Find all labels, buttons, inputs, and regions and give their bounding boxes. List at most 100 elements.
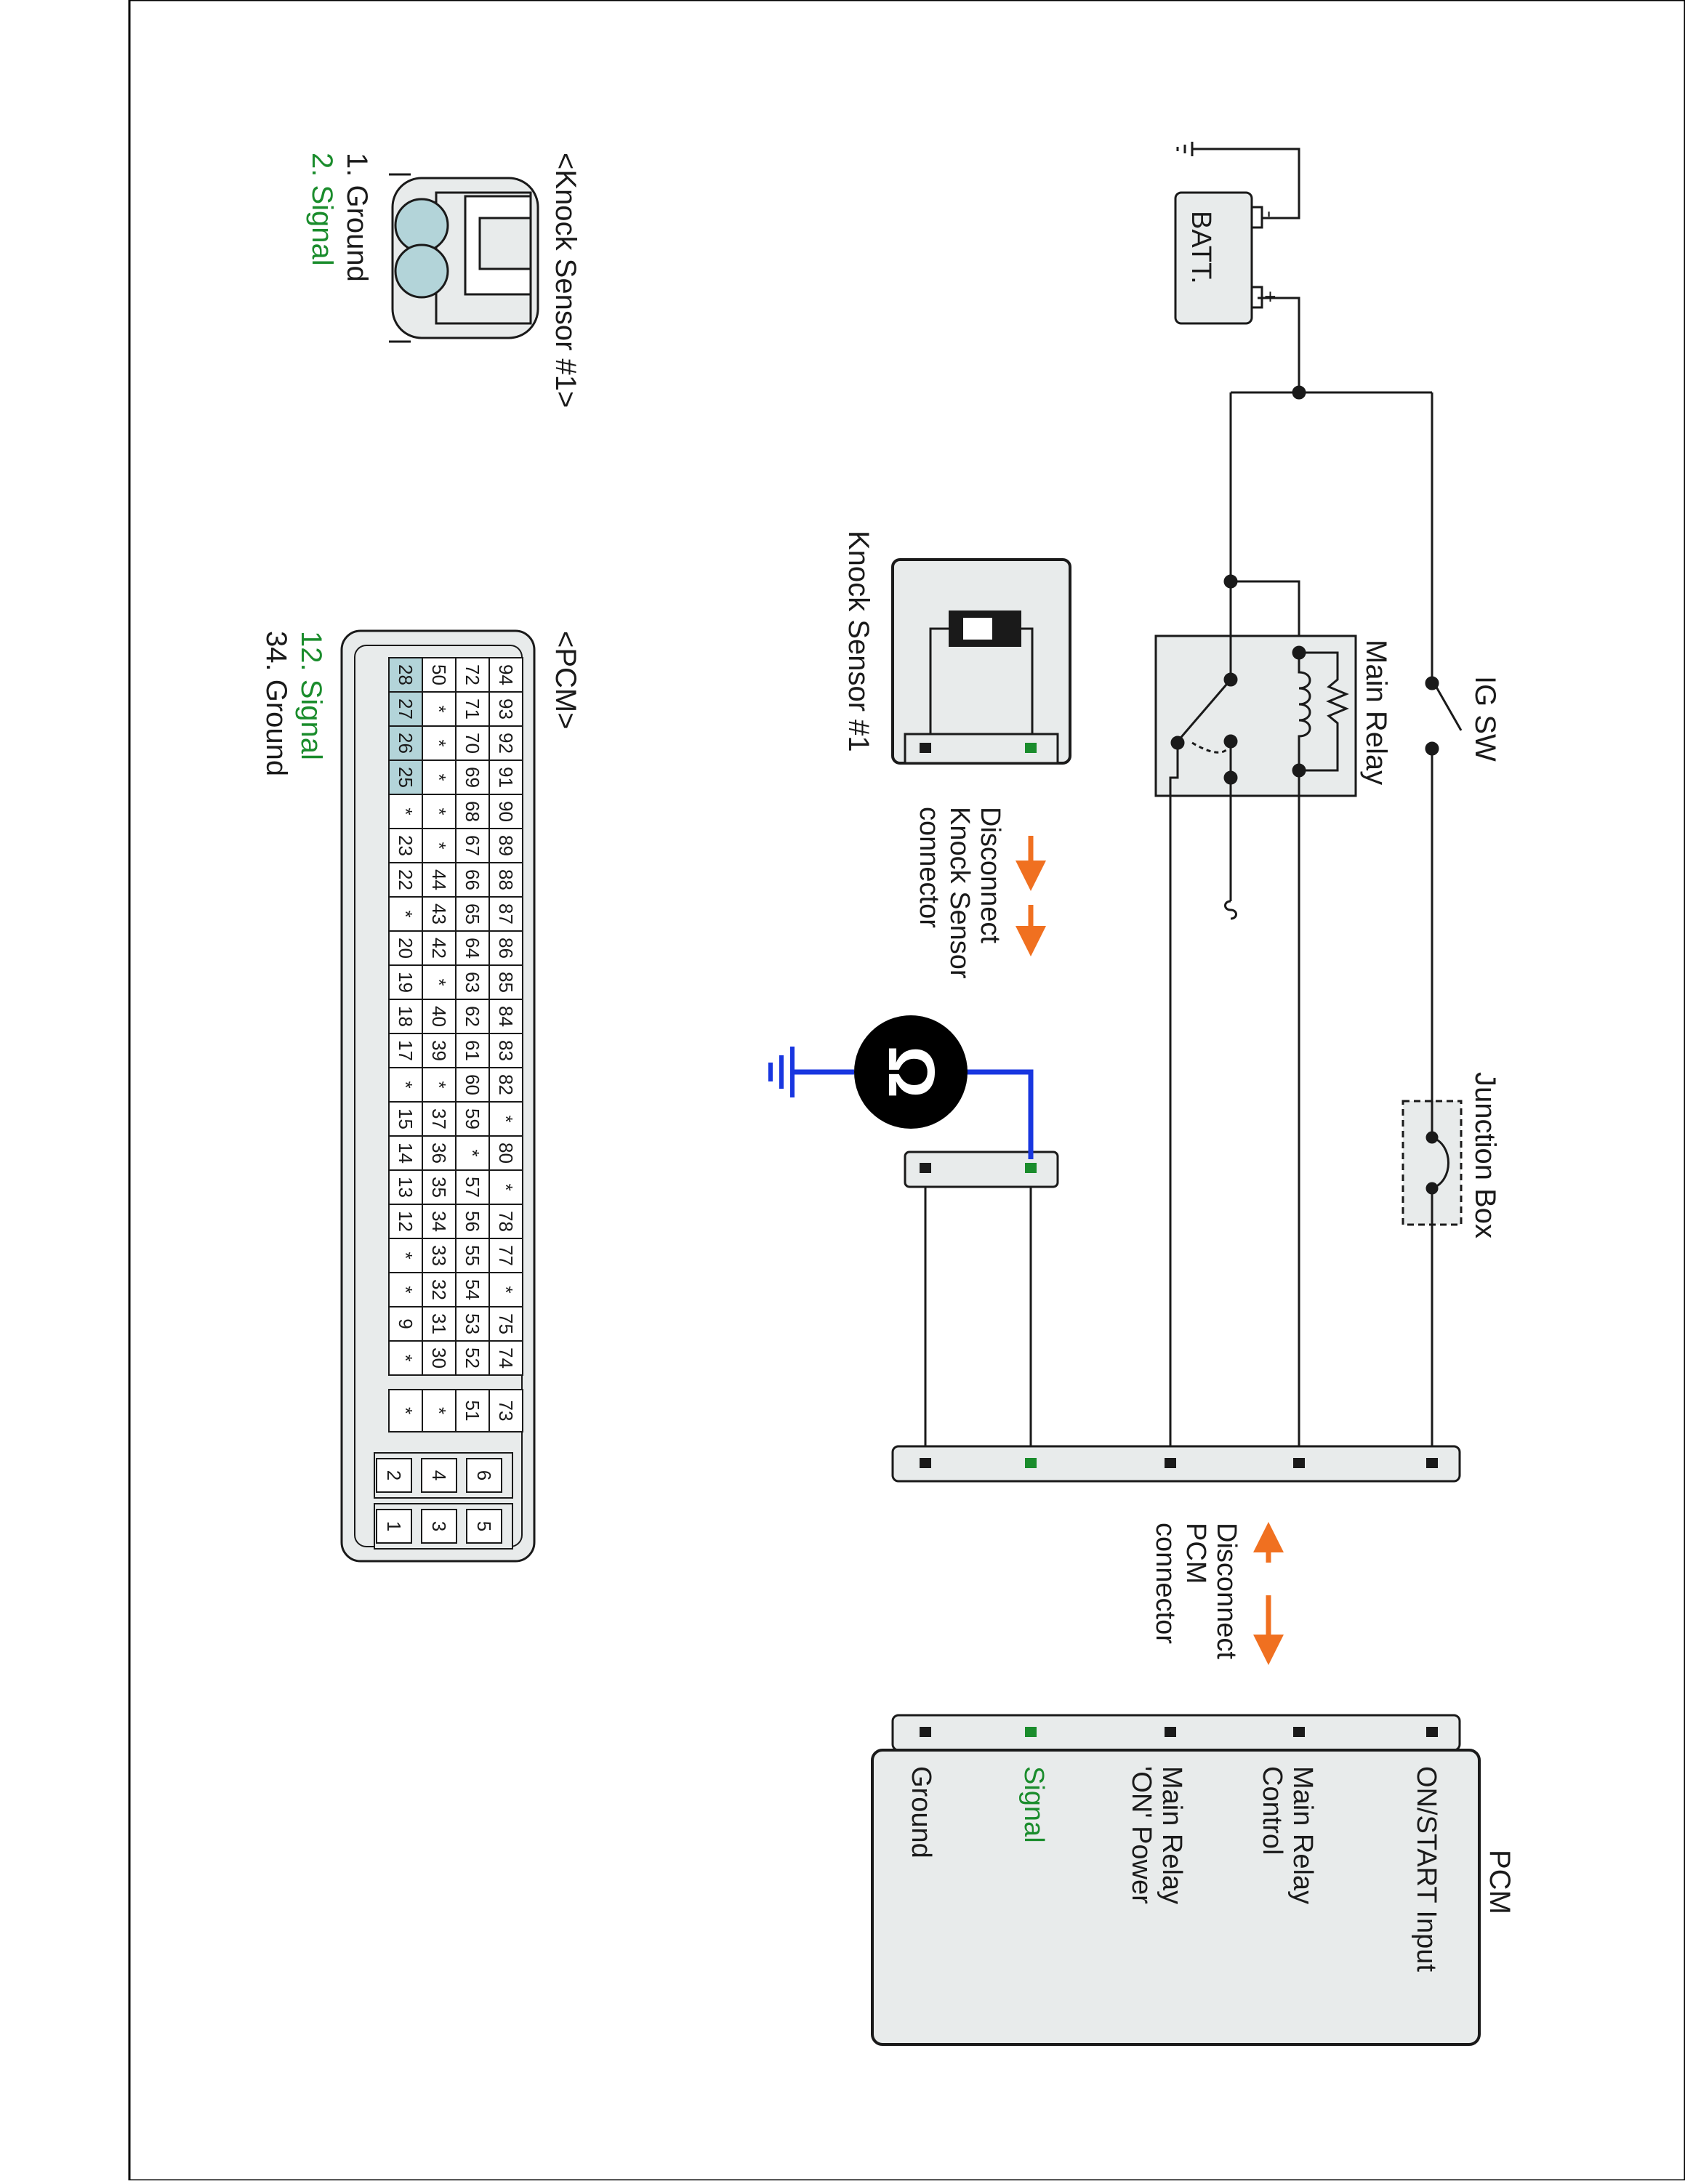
pcm-pin-number: 17 xyxy=(395,1040,417,1061)
disconnect-arrows xyxy=(1016,836,1284,1665)
pcm-connector-grid: 94939291908988878685848382*80*7877*75747… xyxy=(340,629,536,1563)
schematic xyxy=(768,142,1481,2046)
pcm-pin-number: * xyxy=(395,1354,417,1361)
pcm-grid-cell xyxy=(388,828,423,863)
pcm-pin-number: 66 xyxy=(462,869,483,890)
pcm-input-label: Control xyxy=(1257,1766,1287,1855)
pcm-pin-number: 60 xyxy=(462,1074,483,1095)
pcm-pin-number: * xyxy=(395,910,417,917)
battery-label: BATT. xyxy=(1186,211,1216,284)
pcm-pin-number: 42 xyxy=(428,938,450,959)
pcm-pin-number: * xyxy=(495,1115,517,1122)
battery-pos-sign: + xyxy=(1259,291,1282,302)
knock-sensor-label: Knock Sensor #1 xyxy=(842,531,874,752)
pcm-power-pin xyxy=(421,1509,457,1544)
disconnect-pcm-line: Disconnect xyxy=(1211,1523,1242,1659)
pcm-pin-number: * xyxy=(395,807,417,815)
pcm-pin-number: * xyxy=(428,1407,450,1414)
pcm-pin-number: 73 xyxy=(495,1401,517,1422)
pcm-grid-cell xyxy=(422,828,457,863)
pcm-grid-cell xyxy=(455,930,490,966)
pcm-pin-number: * xyxy=(428,705,450,712)
pcm-pin-number: 54 xyxy=(462,1279,483,1300)
pcm-input-label: ON/START Input xyxy=(1411,1766,1441,1972)
pcm-pin-number: 63 xyxy=(462,972,483,993)
pcm-grid-cell xyxy=(388,862,423,898)
pcm-power-pin-number: 4 xyxy=(428,1470,450,1480)
pcm-grid-cell xyxy=(388,657,423,693)
pcm-grid-cell xyxy=(488,1169,523,1205)
pcm-pin-number: 28 xyxy=(395,664,417,685)
pcm-pin-number: 51 xyxy=(462,1401,483,1422)
harness-pin xyxy=(1025,1458,1037,1468)
pcm-grid-cell xyxy=(422,1169,457,1205)
harness-pin xyxy=(1426,1458,1438,1468)
pcm-grid-cell xyxy=(388,1135,423,1171)
pcm-grid-cell xyxy=(488,1101,523,1137)
disconnect-pcm-line: PCM xyxy=(1181,1523,1211,1584)
pcm-pin-number: 40 xyxy=(428,1006,450,1027)
pcm-pin xyxy=(1293,1727,1305,1737)
pcm-grid-cell xyxy=(388,1340,423,1376)
pcm-pin-number: 90 xyxy=(495,801,517,822)
pcm-pin-number: 25 xyxy=(395,767,417,788)
pcm-grid-cell xyxy=(488,896,523,932)
pcm-pin-number: 85 xyxy=(495,972,517,993)
pcm-pin-number: 62 xyxy=(462,1006,483,1027)
pcm-power-pin xyxy=(466,1509,502,1544)
ig-sw-label: IG SW xyxy=(1469,676,1501,762)
ohmmeter-icon xyxy=(854,1015,968,1129)
pcm-module xyxy=(871,1749,1481,2046)
pcm-pin-number: * xyxy=(395,1081,417,1088)
pcm-pin-number: * xyxy=(428,739,450,746)
pcm-pin-number: 53 xyxy=(462,1313,483,1334)
pcm-pin-number: 56 xyxy=(462,1211,483,1232)
pcm-pin-number: 61 xyxy=(462,1040,483,1061)
chassis-ground-icon xyxy=(1176,142,1194,156)
pcm-pin-number: 83 xyxy=(495,1040,517,1061)
pcm-pin-number: * xyxy=(495,1183,517,1190)
pcm-pin-number: 75 xyxy=(495,1313,517,1334)
pcm-grid-cell xyxy=(388,1389,423,1433)
pcm-pin-number: 36 xyxy=(428,1143,450,1164)
pcm-pin-number: 35 xyxy=(428,1177,450,1198)
pcm-pin-number: * xyxy=(428,773,450,781)
pcm-grid-cell xyxy=(388,759,423,795)
pcm-grid-cell xyxy=(388,1033,423,1068)
pcm-pins xyxy=(920,1458,1438,1737)
pcm-pin-number: 30 xyxy=(428,1347,450,1369)
pcm-pin-number: 44 xyxy=(428,869,450,890)
pcm-pin-number: 70 xyxy=(462,733,483,754)
pcm-grid-cell xyxy=(388,1238,423,1273)
pcm-pin-number: 64 xyxy=(462,938,483,959)
harness-pin xyxy=(1293,1458,1305,1468)
pcm-grid-cell xyxy=(388,1067,423,1103)
pcm-grid-cell xyxy=(388,725,423,761)
pcm-grid-cell xyxy=(455,1340,490,1376)
pcm-pin-number: 71 xyxy=(462,698,483,720)
harness-pin xyxy=(920,1458,931,1468)
pcm-pin-number: 92 xyxy=(495,733,517,754)
pcm-input-label: Main Relay xyxy=(1157,1766,1187,1904)
pcm-pin-number: 67 xyxy=(462,835,483,856)
pcm-pin-number: 74 xyxy=(495,1347,517,1369)
pcm-input-label: Main Relay xyxy=(1287,1766,1318,1904)
pcm-power-pin-number: 1 xyxy=(383,1521,405,1531)
pcm-pin xyxy=(1426,1727,1438,1737)
pcm-pin-number: 91 xyxy=(495,767,517,788)
pcm-grid-cell xyxy=(488,759,523,795)
pcm-pin-number: 87 xyxy=(495,903,517,924)
pcm-pin-number: 80 xyxy=(495,1143,517,1164)
knock-sensor xyxy=(891,558,1071,765)
pcm-grid-cell xyxy=(488,862,523,898)
pcm-pin-number: 78 xyxy=(495,1211,517,1232)
meter-lead xyxy=(967,1069,1034,1159)
pcm-pin-number: * xyxy=(428,842,450,849)
pcm-power-pin-number: 6 xyxy=(473,1470,495,1480)
pcm-pin-number: 26 xyxy=(395,733,417,754)
pcm-grid-cell xyxy=(388,999,423,1034)
pcm-grid-cell xyxy=(488,1389,523,1433)
pcm-grid-cell xyxy=(455,1238,490,1273)
pcm-pin-number: 39 xyxy=(428,1040,450,1061)
pcm-pin xyxy=(920,1727,931,1737)
